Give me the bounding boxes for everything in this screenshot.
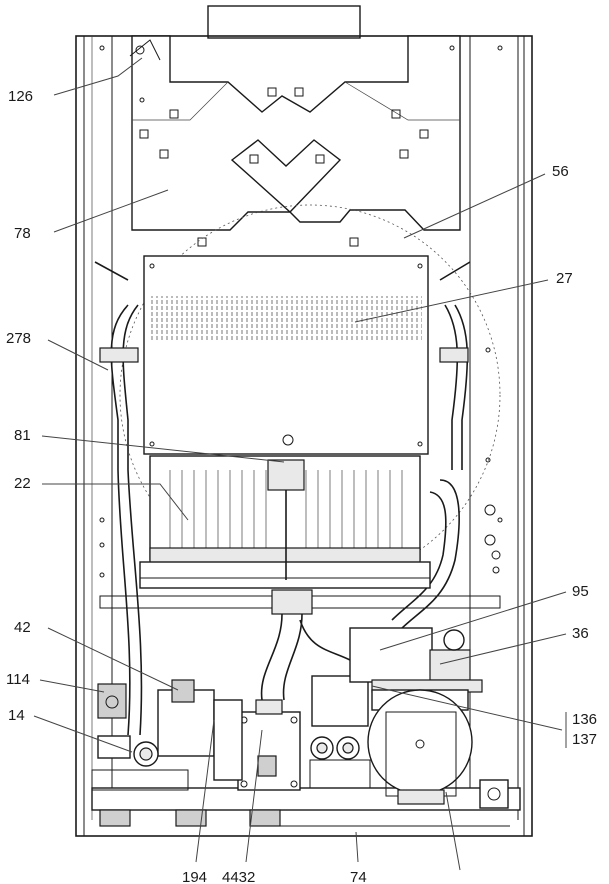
callout-136: 136 (572, 711, 597, 728)
gas-valve (237, 699, 301, 791)
side-pipes (94, 261, 471, 736)
pump (367, 689, 473, 805)
callout-78: 78 (14, 225, 31, 242)
callout-14: 14 (8, 707, 25, 724)
callout-126: 126 (8, 88, 33, 105)
callout-81: 81 (14, 427, 31, 444)
callouts: 126 78 56 27 278 81 22 95 42 36 114 14 1… (6, 57, 597, 884)
control-unit (309, 675, 371, 789)
callout-74: 74 (350, 869, 367, 884)
callout-56: 56 (552, 163, 569, 180)
mounting-plate (129, 35, 461, 247)
fan-assembly (349, 627, 483, 693)
burner (139, 455, 431, 589)
callout-36: 36 (572, 625, 589, 642)
diverter-valve (91, 679, 243, 791)
fan-outline (119, 204, 501, 586)
callout-278: 278 (6, 330, 31, 347)
callout-4432: 4432 (222, 869, 255, 884)
callout-95: 95 (572, 583, 589, 600)
callout-137: 137 (572, 731, 597, 748)
callout-42: 42 (14, 619, 31, 636)
gas-pipe (260, 589, 351, 701)
callout-194: 194 (182, 869, 207, 884)
callout-114: 114 (6, 671, 30, 688)
boiler-casing (75, 5, 533, 837)
heat-exchanger-hood (143, 255, 429, 455)
callout-22: 22 (14, 475, 31, 492)
callout-27: 27 (556, 270, 573, 287)
